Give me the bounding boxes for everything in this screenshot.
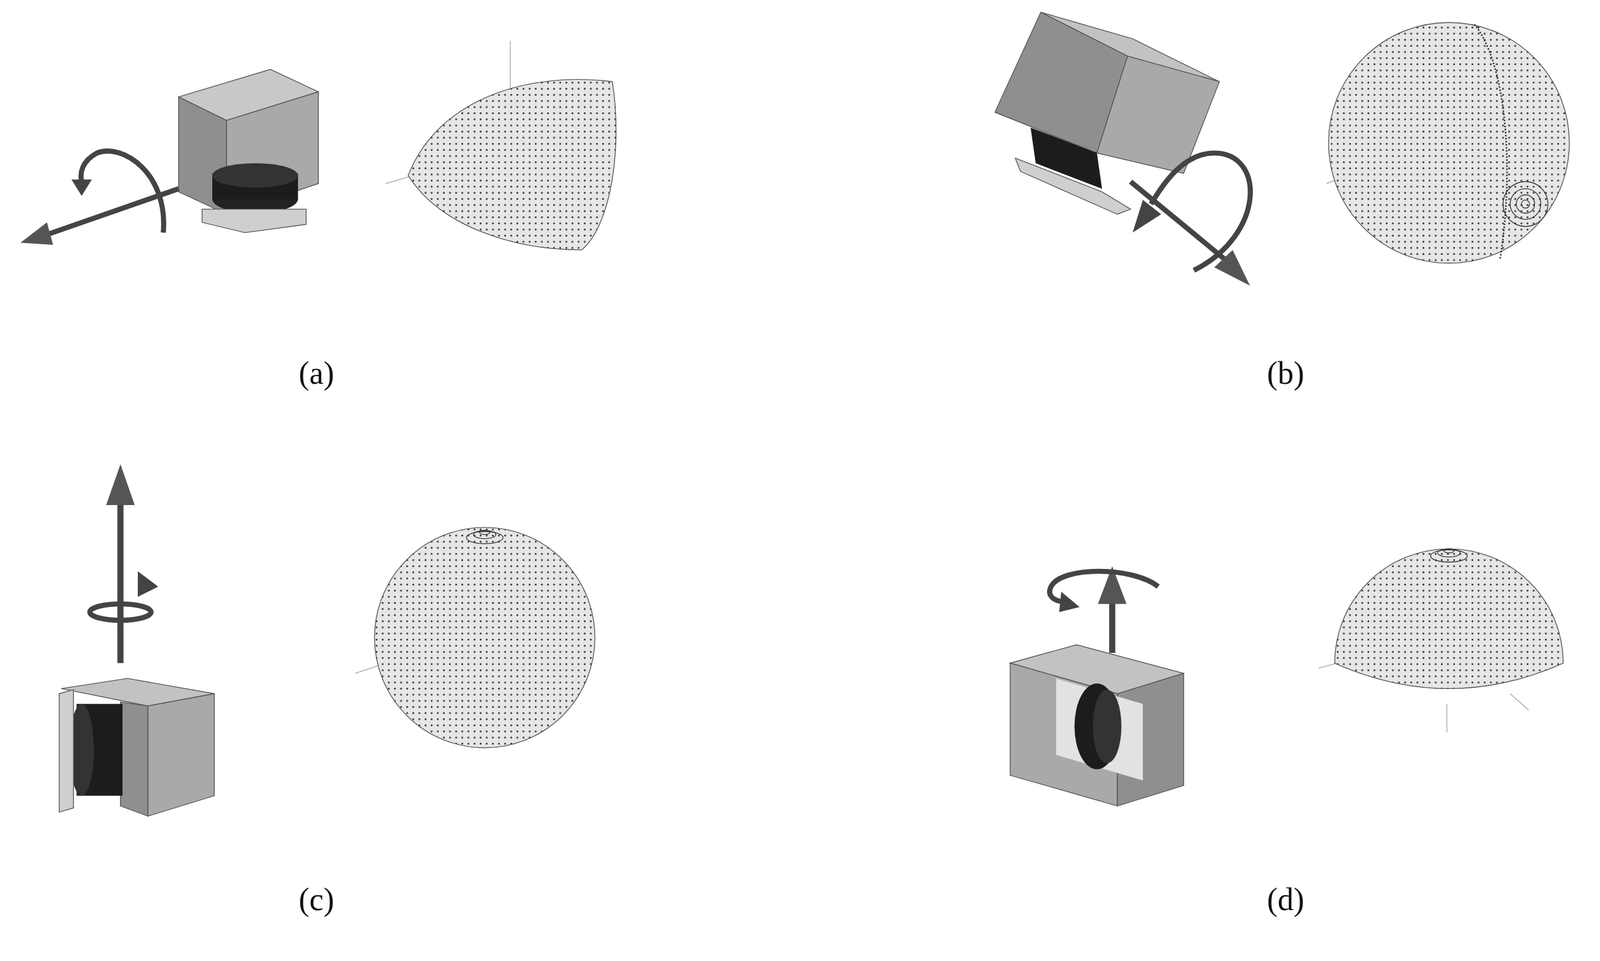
point-cloud-b — [1326, 22, 1570, 264]
point-cloud-a — [385, 40, 616, 251]
scanner-c — [59, 464, 215, 817]
scanner-d — [1010, 566, 1184, 806]
panel-label: (a) — [298, 354, 335, 392]
scanner-a — [20, 69, 319, 245]
scanner-b — [994, 12, 1251, 286]
panel-label: (b) — [1266, 354, 1305, 392]
panel-label: (c) — [298, 881, 335, 919]
point-cloud-c — [354, 527, 595, 749]
point-cloud-d — [1318, 548, 1564, 733]
panel-label: (d) — [1266, 881, 1305, 919]
